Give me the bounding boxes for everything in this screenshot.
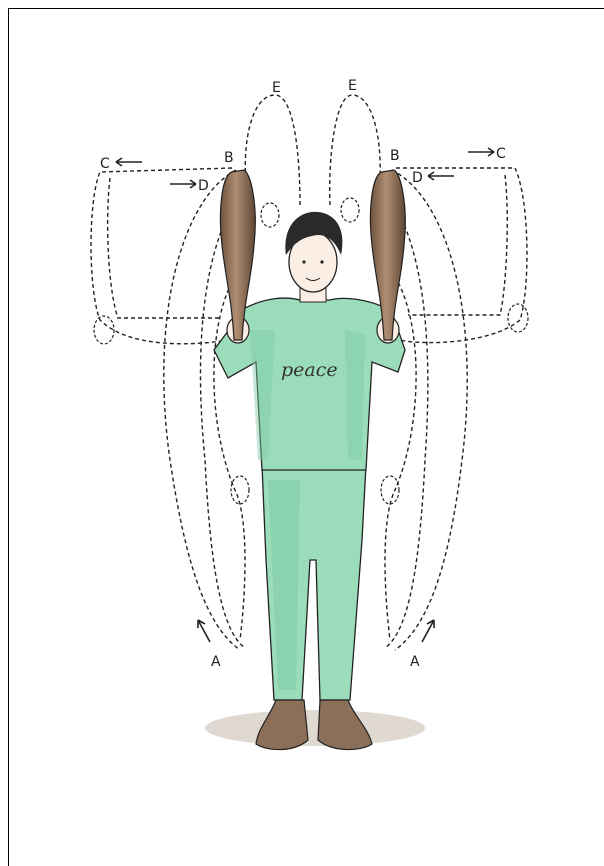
path-side-right-inner [408,175,507,315]
label-b-right: B [390,148,400,164]
label-a-right: A [410,654,420,670]
label-c-left: C [100,156,110,172]
label-e-right: E [348,78,357,94]
path-e-left [245,95,300,205]
label-d-left: D [198,178,209,194]
path-side-right [396,168,527,343]
label-d-right: D [412,170,423,186]
label-c-right: C [496,146,506,162]
label-a-left: A [211,654,221,670]
label-e-left: E [272,80,281,96]
ground-shadow [205,710,425,746]
shirt-text: peace [281,359,338,381]
left-shoe [256,700,308,750]
label-b-left: B [224,150,234,166]
